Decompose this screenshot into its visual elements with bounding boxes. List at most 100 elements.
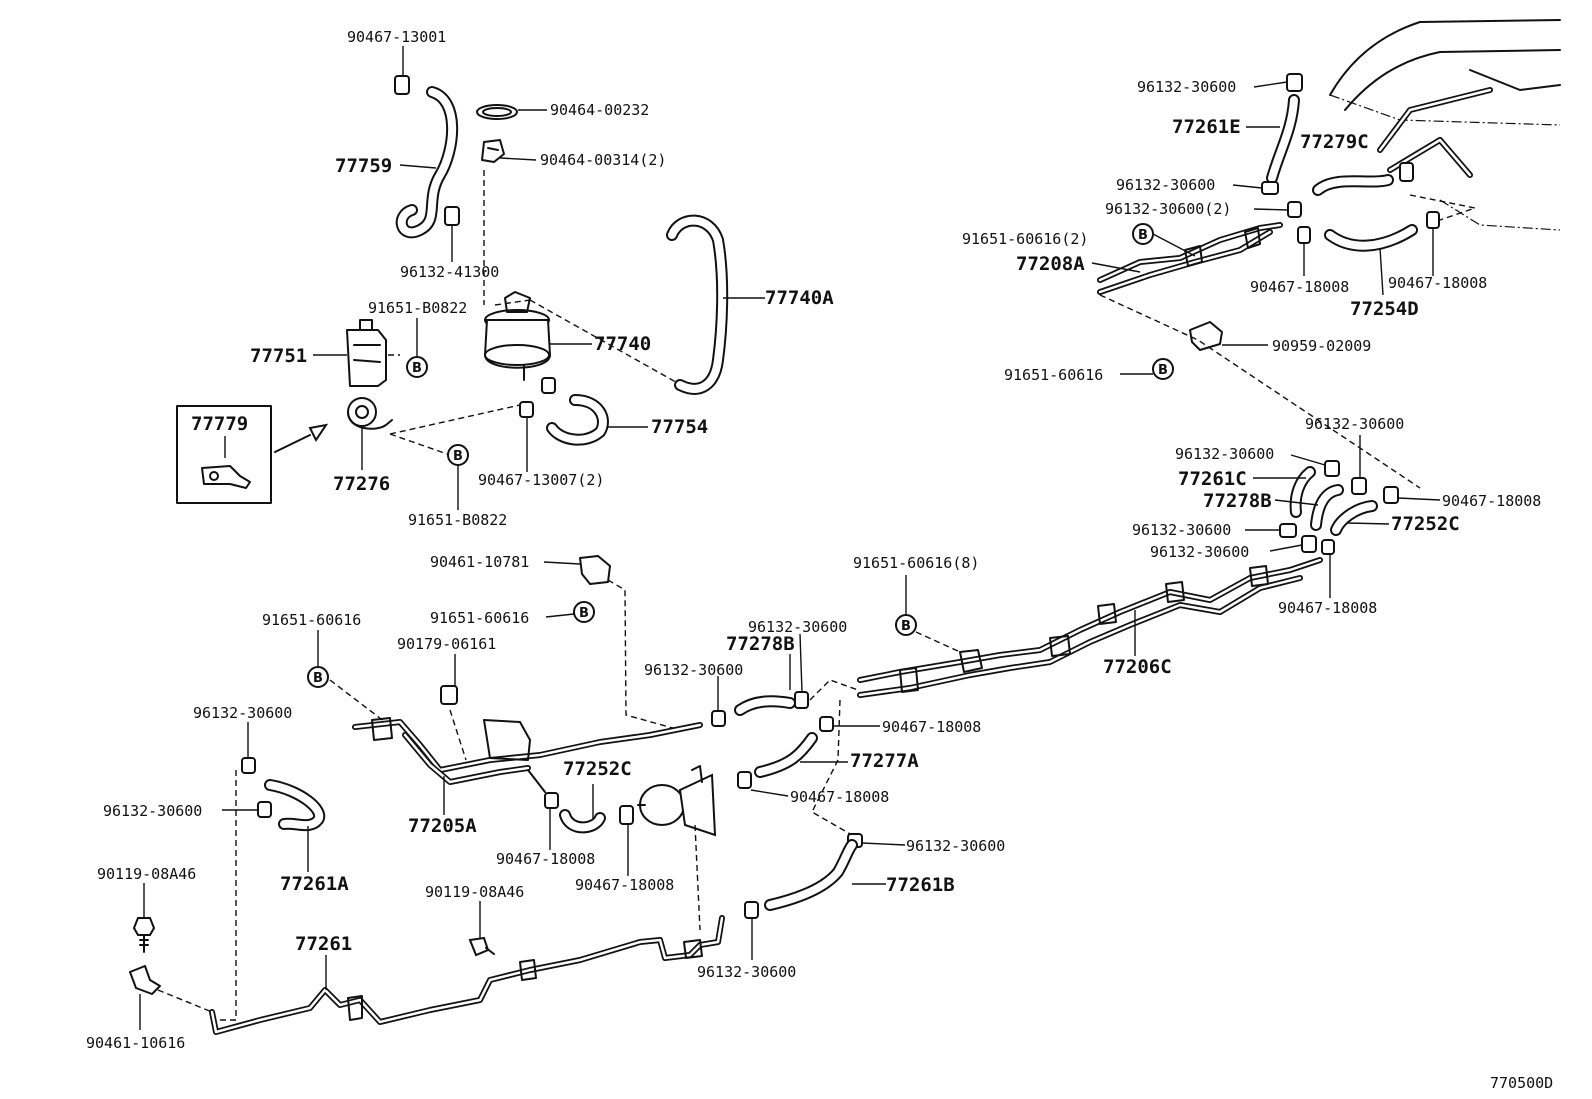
label-96132-30600-r7: 96132-30600 — [1150, 543, 1249, 561]
pipe-assembly-77208A — [1097, 222, 1283, 295]
clip-90464-00314 — [481, 139, 505, 163]
vsv-valve — [637, 765, 717, 837]
label-77779: 77779 — [191, 413, 248, 435]
label-77279C: 77279C — [1300, 131, 1369, 153]
clamp-90467-13007-b — [519, 401, 534, 418]
label-77261B: 77261B — [886, 874, 955, 896]
label-96132-41300: 96132-41300 — [400, 263, 499, 281]
label-90119-08A46-m: 90119-08A46 — [425, 883, 524, 901]
label-77740: 77740 — [594, 333, 651, 355]
clamp-96132-30600-l1 — [241, 757, 256, 774]
label-90467-18008-m1: 90467-18008 — [882, 718, 981, 736]
hose-77254D — [1324, 224, 1418, 252]
clamp-90461-10781 — [579, 555, 611, 585]
label-96132-30600-m2: 96132-30600 — [748, 618, 847, 636]
mark-b-3-text: B — [1138, 228, 1148, 243]
label-77754: 77754 — [651, 416, 708, 438]
clamp-96132-30600-m4 — [744, 901, 759, 919]
label-77759: 77759 — [335, 155, 392, 177]
clamp-90467-18008-r2 — [1426, 211, 1440, 229]
clamp-90467-18008-m4 — [619, 805, 634, 825]
label-77208A: 77208A — [1016, 253, 1085, 275]
mark-b-5-text: B — [579, 606, 589, 621]
canister-77740 — [483, 291, 552, 381]
hose-77252C-r — [1330, 500, 1378, 536]
label-90461-10616: 90461-10616 — [86, 1034, 185, 1052]
label-77252C-m: 77252C — [563, 758, 632, 780]
hose-77261A — [264, 779, 326, 832]
label-77254D: 77254D — [1350, 298, 1419, 320]
label-91651-60616-8: 91651-60616(8) — [853, 554, 979, 572]
diagram-code: 770500D — [1490, 1074, 1553, 1092]
hose-77278B-r — [1310, 484, 1344, 531]
label-96132-30600-r6: 96132-30600 — [1132, 521, 1231, 539]
label-77278B-m: 77278B — [726, 633, 795, 655]
part-labels: 90467-13001 90464-00232 90464-00314(2) 7… — [86, 28, 1553, 1092]
label-96132-30600-m4: 96132-30600 — [697, 963, 796, 981]
hose-77261C — [1289, 466, 1316, 518]
label-91651-60616-l: 91651-60616 — [262, 611, 361, 629]
clamp-96132-30600-r3 — [1287, 201, 1302, 218]
label-96132-30600-r4: 96132-30600 — [1305, 415, 1404, 433]
label-90119-08A46-l: 90119-08A46 — [97, 865, 196, 883]
label-96132-30600-r5: 96132-30600 — [1175, 445, 1274, 463]
bolt-90179-06161 — [440, 685, 458, 705]
label-90467-18008-r1: 90467-18008 — [1250, 278, 1349, 296]
mark-b-2-text: B — [453, 449, 463, 464]
mark-b-6: B — [307, 666, 329, 688]
hose-77754 — [546, 394, 609, 446]
label-96132-30600-m3: 96132-30600 — [906, 837, 1005, 855]
hose-77277A — [754, 732, 818, 778]
clamp-90467-18008-r0 — [1399, 162, 1414, 182]
leader-lines — [139, 46, 1441, 1030]
label-91651-B0822-top: 91651-B0822 — [368, 299, 467, 317]
clamp-90467-18008-r1 — [1297, 226, 1311, 244]
label-91651-B0822-bot: 91651-B0822 — [408, 511, 507, 529]
mark-b-7-text: B — [901, 619, 911, 634]
label-90464-00314: 90464-00314(2) — [540, 151, 666, 169]
label-77276: 77276 — [333, 473, 390, 495]
label-90467-13001: 90467-13001 — [347, 28, 446, 46]
clamp-96132-30600-m2 — [794, 691, 809, 709]
clamp-96132-30600-l2 — [257, 801, 272, 818]
clamp-90467-18008-r3 — [1383, 486, 1399, 504]
label-96132-30600-r2: 96132-30600 — [1116, 176, 1215, 194]
label-91651-60616-r: 91651-60616 — [1004, 366, 1103, 384]
label-77206C: 77206C — [1103, 656, 1172, 678]
bolt-90119-08A46-l — [132, 917, 156, 953]
clamp-90467-18008-r4 — [1321, 539, 1335, 555]
label-90461-10781: 90461-10781 — [430, 553, 529, 571]
clamp-90959-02009 — [1189, 321, 1223, 351]
bracket-77751 — [346, 319, 387, 387]
body-panel-outline — [1329, 19, 1561, 231]
hose-77261E — [1266, 94, 1300, 184]
label-96132-30600-m1: 96132-30600 — [644, 661, 743, 679]
label-77261C: 77261C — [1178, 468, 1247, 490]
label-77261E: 77261E — [1172, 116, 1241, 138]
label-96132-30600-l2: 96132-30600 — [103, 802, 202, 820]
label-96132-30600-r1: 96132-30600 — [1137, 78, 1236, 96]
mark-b-1-text: B — [412, 361, 422, 376]
clamp-90467-18008-m2 — [737, 771, 752, 789]
mark-b-2: B — [447, 444, 469, 466]
hose-77279C — [1312, 174, 1394, 196]
clamp-96132-30600-m1 — [711, 710, 726, 727]
valve-77276 — [347, 397, 393, 430]
label-90467-18008-m3: 90467-18008 — [496, 850, 595, 868]
label-90467-18008-r2: 90467-18008 — [1388, 274, 1487, 292]
clamp-90461-10616 — [129, 965, 161, 995]
label-77205A: 77205A — [408, 815, 477, 837]
pipe-assembly-77206C — [857, 557, 1323, 698]
label-90467-18008-m4: 90467-18008 — [575, 876, 674, 894]
label-90467-18008-r3: 90467-18008 — [1442, 492, 1541, 510]
clamp-96132-30600-r7 — [1301, 535, 1317, 553]
label-77252C-r: 77252C — [1391, 513, 1460, 535]
hose-77278B-m — [734, 695, 796, 716]
label-96132-30600-l1: 96132-30600 — [193, 704, 292, 722]
mark-b-7: B — [895, 614, 917, 636]
clamp-96132-30600-r1 — [1286, 73, 1303, 92]
clamp-96132-41300 — [444, 206, 460, 226]
label-77261A: 77261A — [280, 873, 349, 895]
clamp-90467-18008-m1 — [819, 716, 834, 732]
label-90959-02009: 90959-02009 — [1272, 337, 1371, 355]
